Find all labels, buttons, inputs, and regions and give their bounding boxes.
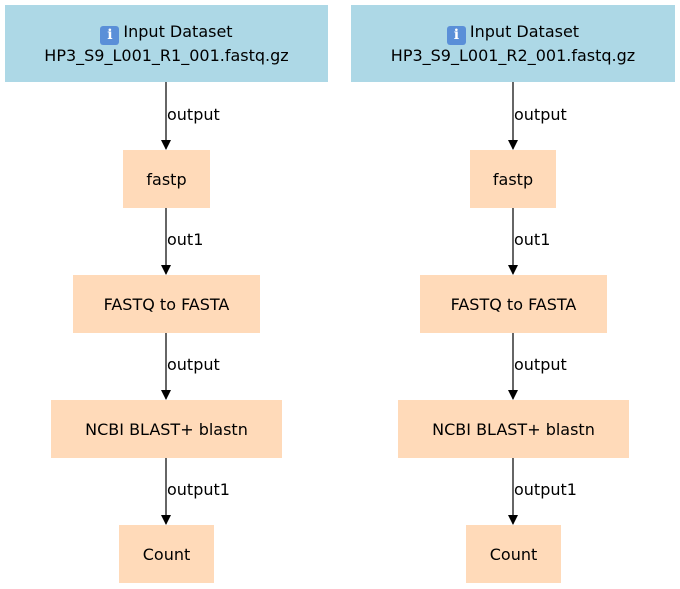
edge-label-right-1: output	[514, 105, 567, 124]
tool-label: Count	[142, 544, 191, 564]
tool-fastp-left[interactable]: fastp	[123, 150, 210, 208]
edge-label-right-3: output	[514, 355, 567, 374]
edge-label-left-3: output	[167, 355, 220, 374]
edge-label-right-4: output1	[514, 480, 577, 499]
edge-label-right-2: out1	[514, 230, 551, 249]
info-icon: i	[446, 26, 466, 45]
tool-label: NCBI BLAST+ blastn	[432, 419, 595, 439]
tool-label: FASTQ to FASTA	[450, 294, 577, 314]
input-filename-r1: HP3_S9_L001_R1_001.fastq.gz	[44, 46, 289, 65]
tool-fastq-to-fasta-right[interactable]: FASTQ to FASTA	[420, 275, 607, 333]
edge-label-left-2: out1	[167, 230, 204, 249]
tool-count-left[interactable]: Count	[119, 525, 214, 583]
tool-blastn-left[interactable]: NCBI BLAST+ blastn	[51, 400, 282, 458]
tool-label: NCBI BLAST+ blastn	[85, 419, 248, 439]
tool-label: FASTQ to FASTA	[103, 294, 230, 314]
tool-fastp-right[interactable]: fastp	[470, 150, 556, 208]
tool-blastn-right[interactable]: NCBI BLAST+ blastn	[398, 400, 629, 458]
tool-label: Count	[489, 544, 538, 564]
info-icon: i	[100, 26, 120, 45]
tool-label: fastp	[146, 169, 187, 189]
tool-fastq-to-fasta-left[interactable]: FASTQ to FASTA	[73, 275, 260, 333]
tool-count-right[interactable]: Count	[466, 525, 561, 583]
edge-label-left-4: output1	[167, 480, 230, 499]
edge-label-left-1: output	[167, 105, 220, 124]
input-filename-r2: HP3_S9_L001_R2_001.fastq.gz	[390, 46, 636, 65]
tool-label: fastp	[492, 169, 534, 189]
